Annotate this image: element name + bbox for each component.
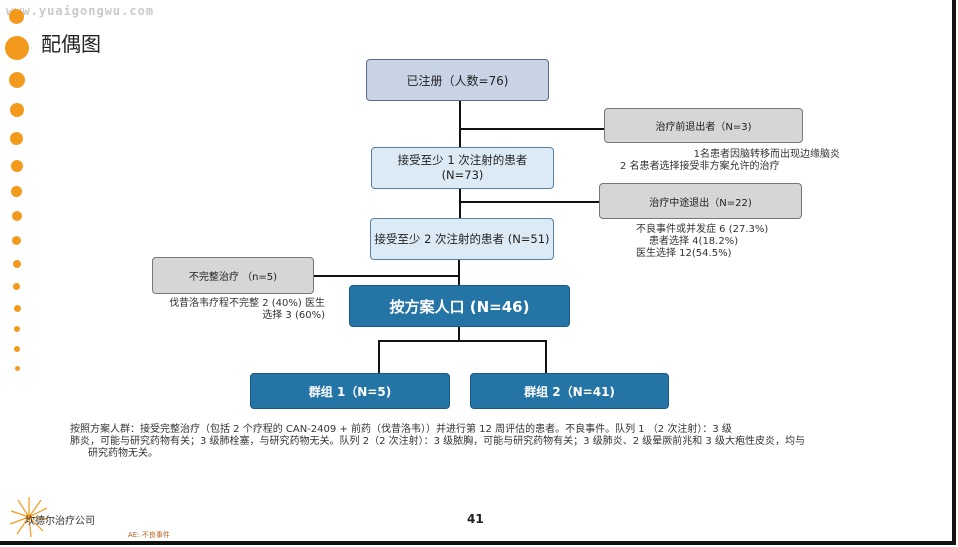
deco-dot [10, 132, 23, 145]
deco-dot [14, 305, 21, 312]
withdraw-mid-note-1: 不良事件或并发症 6 (27.3%) [636, 224, 769, 235]
dose2-box: 接受至少 2 次注射的患者 (N=51) [370, 218, 554, 260]
connector [459, 189, 461, 219]
ae-label: AE: 不良事件 [128, 531, 170, 539]
footnote-line-3: 研究药物无关。 [88, 448, 158, 459]
group2-box: 群组 2（N=41) [470, 373, 669, 409]
dose1-label: 接受至少 1 次注射的患者 [397, 153, 528, 167]
incomplete-note: 伐昔洛韦疗程不完整 2 (40%) 医生 选择 3 (60%) [155, 298, 325, 322]
withdraw-mid-note-2: 患者选择 4(18.2%) [649, 236, 739, 247]
deco-dot [14, 346, 20, 352]
connector [378, 340, 547, 342]
watermark: www.yuaigongwu.com [6, 4, 155, 18]
withdraw-mid-box: 治疗中途退出（N=22) [599, 183, 802, 219]
group2-label: 群组 2（N=41) [524, 384, 615, 399]
withdraw-pre-note-1: 1名患者因脑转移而出现边缘脑炎 [693, 149, 840, 160]
connector [313, 275, 459, 277]
connector [459, 100, 461, 148]
deco-dot [5, 36, 29, 60]
deco-dot [12, 236, 21, 245]
deco-dot [9, 72, 25, 88]
deco-dot [15, 366, 20, 371]
connector [459, 201, 600, 203]
company-logo-icon [9, 497, 49, 538]
deco-dot [9, 9, 24, 24]
withdraw-mid-note-3: 医生选择 12(54.5%) [636, 248, 732, 259]
withdraw-pre-note-2: 2 名患者选择接受非方案允许的治疗 [620, 161, 780, 172]
deco-dot [12, 211, 22, 221]
registered-box: 已注册（人数=76) [366, 59, 549, 101]
connector [458, 326, 460, 341]
group1-box: 群组 1（N=5) [250, 373, 450, 409]
incomplete-note-2: 选择 3 (60%) [262, 310, 325, 321]
incomplete-note-1: 伐昔洛韦疗程不完整 2 (40%) 医生 [169, 298, 325, 309]
per-protocol-label: 按方案人口 (N=46) [389, 297, 530, 316]
footnote: 按照方案人群：接受完整治疗（包括 2 个疗程的 CAN-2409 + 前药（伐昔… [70, 424, 810, 460]
withdraw-mid-note: 不良事件或并发症 6 (27.3%) 患者选择 4(18.2%) 医生选择 12… [636, 224, 796, 260]
withdraw-pre-note: 1名患者因脑转移而出现边缘脑炎 2 名患者选择接受非方案允许的治疗 [620, 149, 840, 173]
deco-dot [11, 186, 22, 197]
page-number: 41 [467, 512, 484, 526]
incomplete-label: 不完整治疗 （n=5) [188, 272, 278, 283]
dose1-box: 接受至少 1 次注射的患者 (N=73) [371, 147, 554, 189]
per-protocol-box: 按方案人口 (N=46) [349, 285, 570, 327]
withdraw-pre-label: 治疗前退出者（N=3) [655, 122, 752, 133]
deco-dot [13, 260, 21, 268]
deco-dot [11, 160, 23, 172]
page-title: 配偶图 [41, 32, 101, 56]
deco-dot [10, 103, 24, 117]
group1-label: 群组 1（N=5) [308, 384, 392, 399]
withdraw-pre-box: 治疗前退出者（N=3) [604, 108, 803, 143]
registered-label: 已注册（人数=76) [406, 73, 509, 88]
footnote-line-1: 按照方案人群：接受完整治疗（包括 2 个疗程的 CAN-2409 + 前药（伐昔… [70, 424, 732, 435]
withdraw-mid-label: 治疗中途退出（N=22) [649, 197, 752, 209]
footnote-line-2: 肺炎，可能与研究药物有关；3 级肺栓塞，与研究药物无关。队列 2（2 次注射）：… [70, 436, 805, 447]
company-name: 坎德尔治疗公司 [25, 516, 95, 527]
connector [458, 259, 460, 286]
dose2-label: 接受至少 2 次注射的患者 (N=51) [374, 231, 550, 246]
dose1-count: (N=73) [441, 168, 484, 182]
deco-dot [14, 326, 20, 332]
connector [459, 128, 605, 130]
incomplete-box: 不完整治疗 （n=5) [152, 257, 314, 294]
deco-dot [13, 283, 20, 290]
connector [378, 340, 380, 374]
connector [545, 340, 547, 374]
